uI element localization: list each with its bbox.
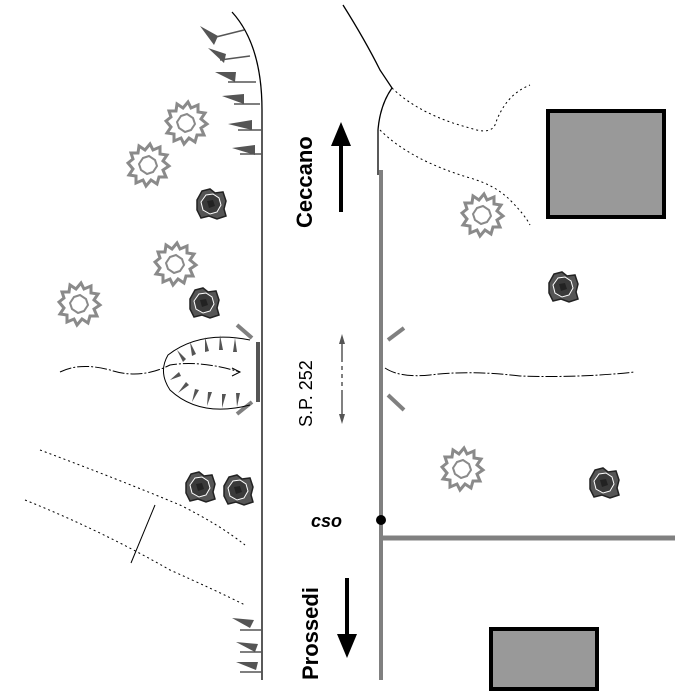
stream-west <box>59 363 241 375</box>
culvert-east-wing-top <box>386 326 406 342</box>
tree-icon <box>57 281 102 327</box>
label-road-name: S.P. 252 <box>296 360 316 427</box>
tree-icon <box>153 241 198 287</box>
slope-arc <box>163 336 251 410</box>
shrub-icon <box>548 271 579 303</box>
arrow-south-icon <box>337 578 357 658</box>
boundary-marker <box>130 504 156 564</box>
label-north-destination: Ceccano <box>292 136 317 228</box>
shrub-icon <box>589 467 620 499</box>
arrow-north-icon <box>331 122 351 212</box>
dotted-boundary-ne <box>391 84 531 132</box>
shrub-icon <box>223 474 254 506</box>
dotted-boundary-sw1 <box>39 449 246 546</box>
shrub-icon <box>196 188 227 220</box>
slope-ticks-south <box>232 618 262 673</box>
tree-icon <box>126 142 171 188</box>
dotted-boundary-ne2 <box>379 129 531 226</box>
label-cso: cso <box>311 511 342 531</box>
road-centre-arrows <box>339 334 345 424</box>
culvert-east-wing-bottom <box>386 393 406 412</box>
road-west-edge <box>231 11 263 680</box>
tree-icon <box>460 192 505 238</box>
tree-icon <box>440 446 485 492</box>
tree-icon <box>164 100 209 146</box>
culvert-west-wing-bottom <box>235 400 254 416</box>
cso-point <box>376 515 386 525</box>
stream-arrow-head <box>231 367 242 377</box>
shrub-icon <box>189 287 220 319</box>
stream-east <box>384 367 636 377</box>
building-icon <box>489 627 599 691</box>
label-south-destination: Prossedi <box>298 587 323 680</box>
building-icon <box>546 109 666 219</box>
slope-ticks-north <box>200 26 262 155</box>
shrub-icon <box>185 471 216 503</box>
culvert-west-wing-top <box>235 323 254 340</box>
slope-ticks-stream <box>170 335 240 408</box>
road-east-edge-upper <box>342 4 393 175</box>
